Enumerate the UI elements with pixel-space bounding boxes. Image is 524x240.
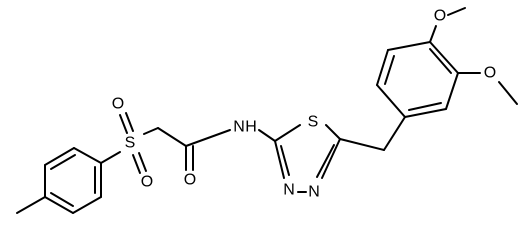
sulfonyl-oxygen-label: O xyxy=(141,174,153,191)
methoxy-oxygen-label: O xyxy=(434,8,446,25)
dimethoxyphenyl-ring-bond xyxy=(404,108,447,118)
ch2-carbonyl-bond xyxy=(157,127,187,147)
tolyl-ring-bond xyxy=(44,147,75,166)
thiadiazole-bond xyxy=(321,138,341,179)
carbonyl-oxygen-label: O xyxy=(184,172,196,189)
sulfonyl-oxygen-label: O xyxy=(112,96,124,113)
dimethoxyphenyl-inner-double-bond xyxy=(408,102,442,111)
tolyl-inner-double-bond xyxy=(50,192,74,207)
thiadiazole-nitrogen-label: N xyxy=(308,184,320,201)
thiadiazole-bond xyxy=(274,140,285,179)
amide-nitrogen-label: N xyxy=(233,119,245,136)
sulfonyl-o-double-bond xyxy=(119,114,128,134)
thiadiazole-nitrogen-label: N xyxy=(283,182,295,199)
dimethoxyphenyl-inner-double-bond xyxy=(429,48,452,74)
methoxy-methyl-bond xyxy=(447,7,466,16)
dimethoxyphenyl-inner-double-bond xyxy=(384,55,395,85)
methyl-bond xyxy=(16,196,46,214)
dimethoxyphenyl-ring-bond xyxy=(387,41,431,51)
dimethoxyphenyl-ring-bond xyxy=(445,72,459,110)
ch2-aryl-bond xyxy=(383,116,406,151)
sulfonyl-o-double-bond xyxy=(138,152,147,172)
aryl-sulfonyl-bond xyxy=(100,151,121,164)
thiadiazole-double-bond xyxy=(316,144,335,178)
bonds xyxy=(16,7,518,214)
n-thiadiazole-bond xyxy=(258,129,276,142)
tolyl-inner-double-bond xyxy=(50,154,76,170)
atom-labels: S O O O N H S N N O O xyxy=(112,8,496,201)
thiadiazole-sulfur-label: S xyxy=(308,114,319,131)
tolyl-ring-bond xyxy=(72,196,102,214)
sulfonyl-sulfur-label: S xyxy=(125,135,136,152)
sulfonyl-o-double-bond xyxy=(125,112,134,132)
dimethoxyphenyl-ring-bond xyxy=(429,41,459,74)
dimethoxyphenyl-ring-bond xyxy=(376,84,406,118)
methoxy-methyl-bond xyxy=(498,81,518,105)
dimethoxyphenyl-ring-bond xyxy=(376,49,389,86)
thiadiazole-ch2-bond xyxy=(339,138,385,151)
carbonyl-n-bond xyxy=(185,129,231,147)
tolyl-ring-bond xyxy=(44,196,74,214)
tolyl-ring-bond xyxy=(73,147,102,164)
methoxy-o-bond xyxy=(429,25,437,43)
chemical-structure-diagram: S O O O N H S N N O O xyxy=(16,7,518,214)
sulfonyl-ch2-bond xyxy=(143,127,159,135)
sulfonyl-o-double-bond xyxy=(132,154,141,174)
amide-hydrogen-label: H xyxy=(245,119,257,136)
thiadiazole-bond xyxy=(274,124,301,142)
thiadiazole-double-bond xyxy=(280,145,290,176)
thiadiazole-bond xyxy=(325,124,341,140)
methoxy-oxygen-label: O xyxy=(484,65,496,82)
